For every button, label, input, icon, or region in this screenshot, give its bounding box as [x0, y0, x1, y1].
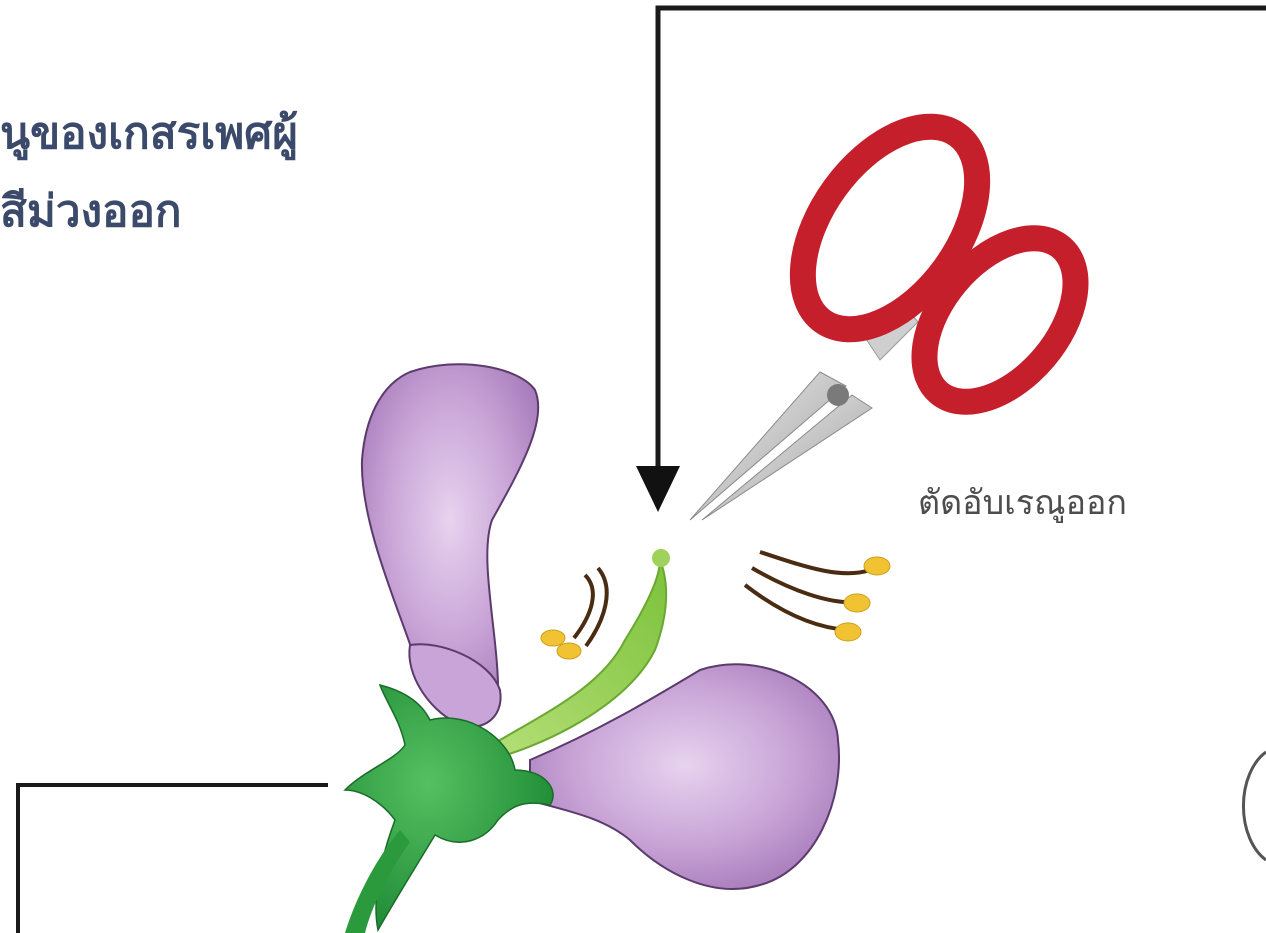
bottom-bracket-line [18, 785, 328, 933]
anther [844, 594, 870, 612]
anther [864, 557, 890, 575]
scissors-icon [690, 95, 1105, 520]
partial-circle [1243, 752, 1266, 860]
cut-anthers-label: ตัดอับเรณูออก [918, 475, 1127, 529]
removed-stamens-left [541, 568, 607, 659]
scissors-handle-lower [895, 210, 1106, 430]
stigma [652, 549, 670, 567]
scissors-handle-upper [767, 95, 1012, 361]
removed-stamens-right [745, 552, 890, 641]
scissors-pivot [827, 384, 849, 406]
anther [541, 630, 565, 646]
down-arrow-icon [636, 466, 680, 512]
anther [557, 643, 581, 659]
scissors-blade-upper [690, 372, 846, 520]
anther [835, 623, 861, 641]
